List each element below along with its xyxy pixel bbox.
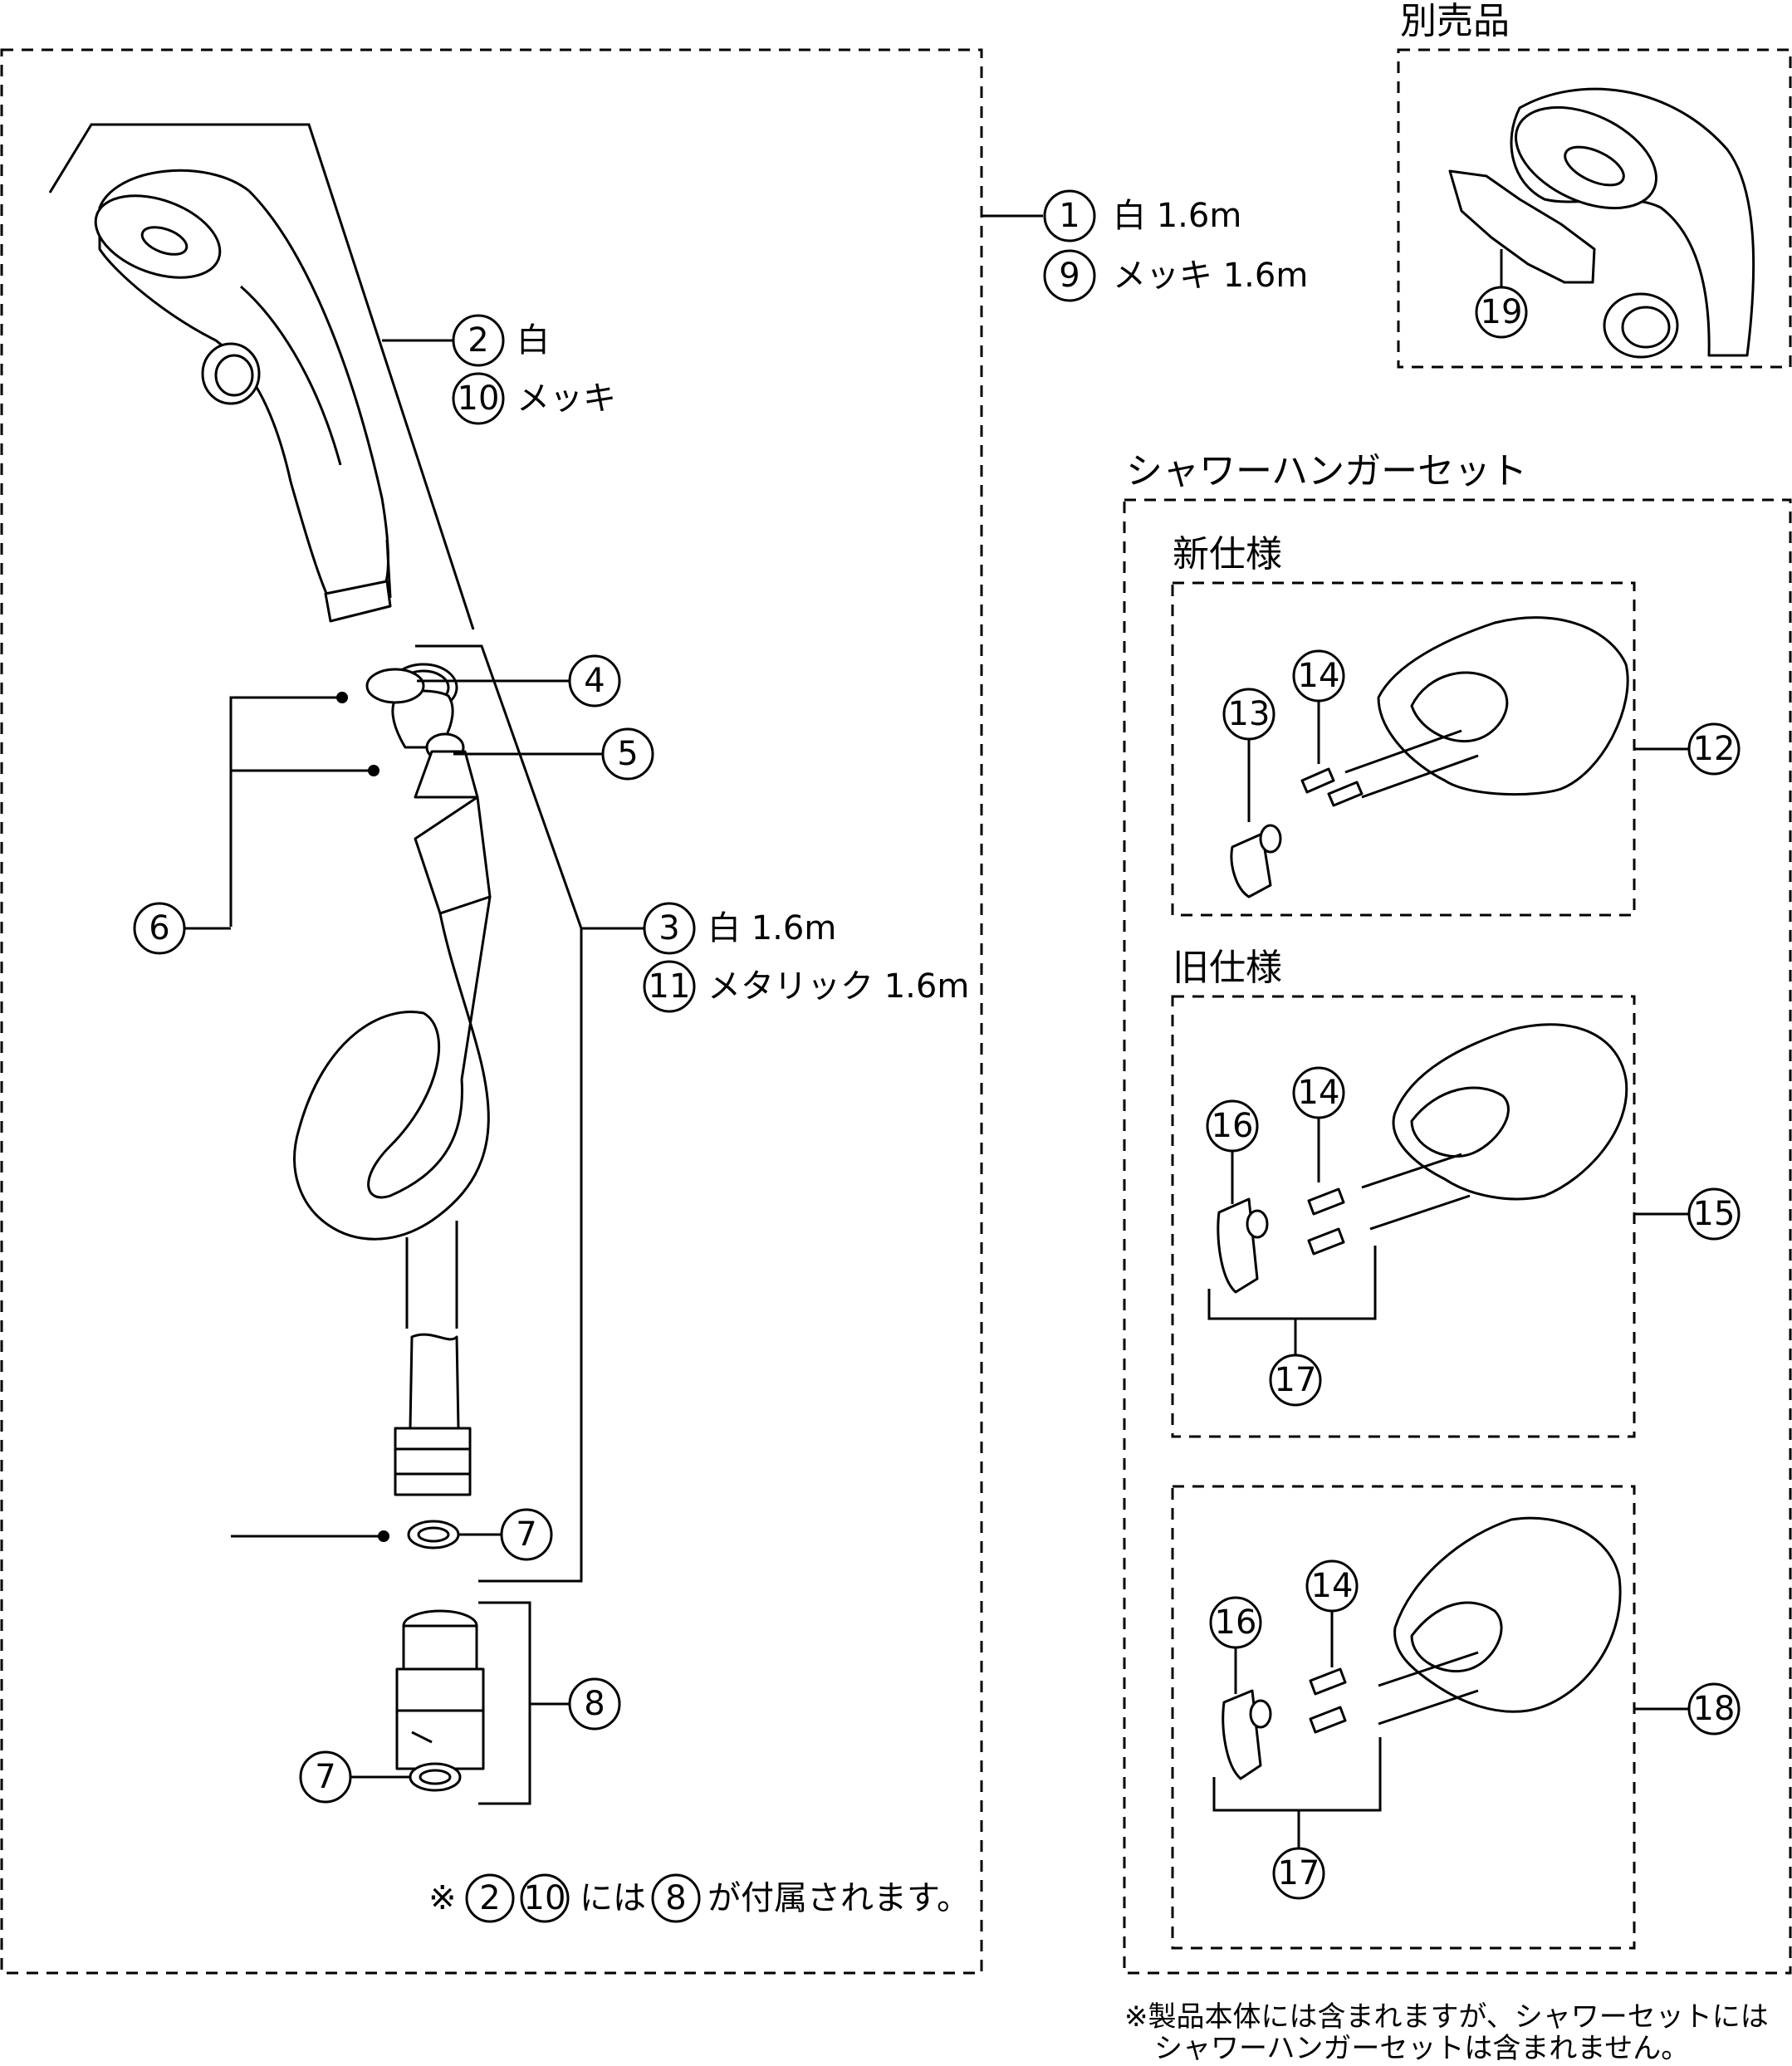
svg-text:5: 5 <box>617 735 638 773</box>
svg-text:19: 19 <box>1481 293 1523 331</box>
spec-1: 白 1.6m <box>1113 197 1241 235</box>
main-set-frame <box>0 48 983 1975</box>
svg-text:16: 16 <box>1215 1603 1257 1642</box>
adapter-illustration <box>395 1609 485 1770</box>
svg-text:8: 8 <box>584 1685 605 1723</box>
hanger-new-illustration <box>1230 616 1629 898</box>
filter-19-illustration <box>1448 169 1596 284</box>
callout-11: 11 <box>643 960 696 1013</box>
svg-text:17: 17 <box>1275 1361 1317 1399</box>
hanger-set-frame <box>1123 498 1792 1975</box>
svg-text:13: 13 <box>1228 695 1271 733</box>
callout-7-lower: 7 <box>299 1750 352 1804</box>
svg-text:8: 8 <box>665 1879 686 1917</box>
old-spec-frame-1 <box>1171 995 1636 1438</box>
svg-text:17: 17 <box>1278 1854 1320 1892</box>
callout-14-old-2: 14 <box>1305 1559 1359 1613</box>
callout-16-old-1: 16 <box>1206 1099 1259 1153</box>
included-note: ※ 2 10 には 8 が付属されます。 <box>428 1873 970 1923</box>
svg-text:が付属されます。: が付属されます。 <box>707 1879 970 1917</box>
spec-10: メッキ <box>517 379 616 418</box>
optional-head-illustration <box>1510 87 1755 359</box>
optional-title: 別売品 <box>1400 0 1510 42</box>
callout-5: 5 <box>601 727 654 781</box>
footer-note-line-1: ※製品本体には含まれますが、シャワーセットには <box>1124 2000 1769 2034</box>
old-spec-frame-2 <box>1171 1485 1636 1950</box>
svg-text:3: 3 <box>659 909 679 947</box>
svg-text:14: 14 <box>1311 1567 1354 1605</box>
footer-note-line-2: シャワーハンガーセットは含まれません。 <box>1154 2032 1689 2065</box>
hanger-old-2-illustration <box>1222 1516 1622 1780</box>
o-ring-4 <box>365 668 425 704</box>
spec-11: メタリック 1.6m <box>707 967 969 1006</box>
callout-4: 4 <box>568 654 621 707</box>
callout-7-upper: 7 <box>500 1508 553 1561</box>
callout-10: 10 <box>452 372 505 425</box>
callout-15: 15 <box>1687 1187 1741 1241</box>
callout-19: 19 <box>1475 286 1528 339</box>
callout-12: 12 <box>1687 722 1741 776</box>
svg-text:6: 6 <box>149 909 169 947</box>
old-spec-label: 旧仕様 <box>1173 947 1282 989</box>
optional-frame <box>1397 48 1792 369</box>
svg-text:14: 14 <box>1298 1074 1340 1112</box>
callout-9: 9 <box>1043 249 1096 302</box>
spec-3: 白 1.6m <box>707 909 836 947</box>
new-spec-label: 新仕様 <box>1173 533 1282 575</box>
callout-2: 2 <box>452 314 505 367</box>
svg-text:11: 11 <box>649 967 691 1006</box>
washer-7-lower <box>409 1762 462 1792</box>
svg-text:14: 14 <box>1298 657 1340 695</box>
hanger-set-title: シャワーハンガーセット <box>1126 450 1527 492</box>
spec-9: メッキ 1.6m <box>1113 257 1308 295</box>
svg-text:2: 2 <box>479 1879 500 1917</box>
svg-text:16: 16 <box>1212 1107 1254 1145</box>
callout-1: 1 <box>1043 189 1096 242</box>
svg-text:12: 12 <box>1693 730 1736 768</box>
callout-18: 18 <box>1687 1682 1741 1736</box>
hose-illustration <box>293 663 492 1496</box>
callout-8: 8 <box>568 1677 621 1731</box>
washer-7-upper <box>407 1520 460 1550</box>
callout-14-new: 14 <box>1292 649 1345 703</box>
svg-text:※: ※ <box>428 1879 457 1917</box>
svg-text:10: 10 <box>524 1879 566 1917</box>
callout-17-old-2: 17 <box>1272 1847 1325 1900</box>
callout-14-old-1: 14 <box>1292 1066 1345 1119</box>
hanger-old-1-illustration <box>1217 1023 1628 1294</box>
callout-17-old-1: 17 <box>1269 1354 1322 1407</box>
callout-3: 3 <box>643 902 696 955</box>
callout-6: 6 <box>133 902 186 955</box>
callout-16-old-2: 16 <box>1209 1596 1262 1649</box>
svg-text:15: 15 <box>1693 1195 1736 1233</box>
svg-text:2: 2 <box>468 321 488 360</box>
svg-text:18: 18 <box>1693 1690 1736 1728</box>
svg-text:9: 9 <box>1059 257 1080 295</box>
svg-text:7: 7 <box>315 1758 335 1796</box>
callout-13: 13 <box>1222 688 1275 741</box>
svg-text:7: 7 <box>516 1515 536 1554</box>
svg-text:1: 1 <box>1059 197 1080 235</box>
shower-head-illustration <box>48 123 475 630</box>
svg-text:4: 4 <box>584 662 605 700</box>
svg-text:10: 10 <box>458 379 500 418</box>
svg-text:には: には <box>580 1879 646 1917</box>
spec-2: 白 <box>517 321 550 360</box>
